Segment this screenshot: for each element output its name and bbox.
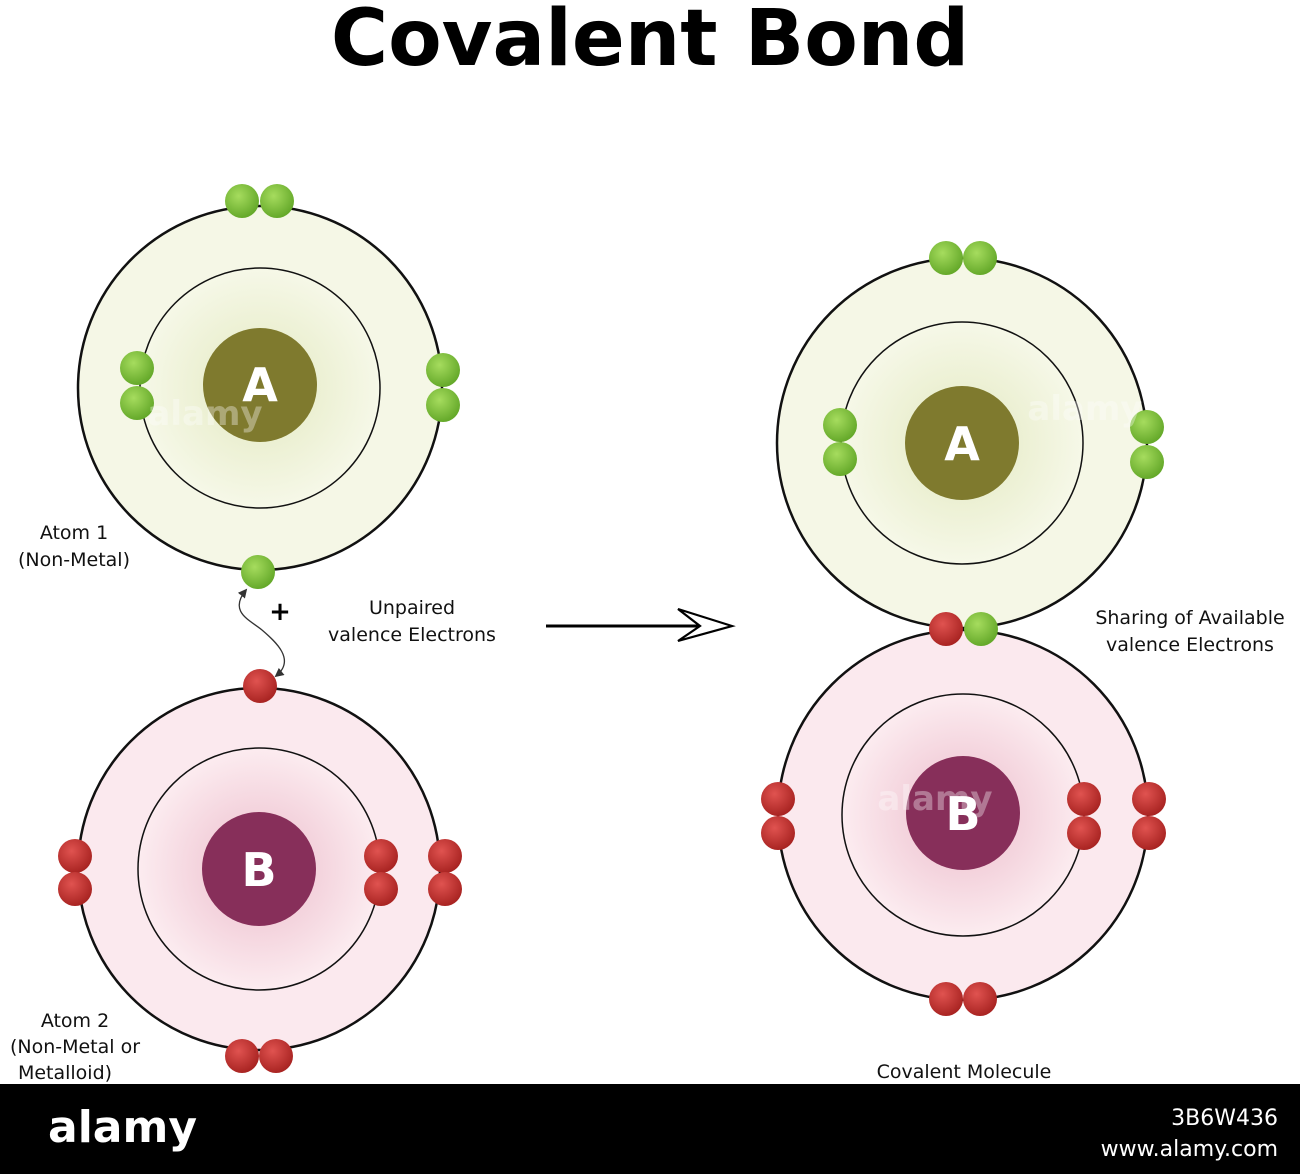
- unpaired-label-line2: valence Electrons: [328, 624, 496, 646]
- electron: [929, 982, 963, 1016]
- electron: [963, 241, 997, 275]
- plus-sign: +: [269, 597, 291, 627]
- electron: [929, 241, 963, 275]
- unpaired-label-line1: Unpaired: [369, 597, 455, 619]
- atom-1-nucleus: [203, 328, 317, 442]
- atom-2-label-line3: Metalloid): [18, 1062, 112, 1084]
- sharing-label-line1: Sharing of Available: [1095, 607, 1284, 629]
- atom-1-label-line2: (Non-Metal): [18, 549, 130, 571]
- molecule-atom-b-label: B: [945, 787, 980, 841]
- molecule-electrons: [761, 241, 1166, 1016]
- electron: [1132, 782, 1166, 816]
- electron: [364, 839, 398, 873]
- atom-2-nucleus-label: B: [241, 843, 276, 897]
- electron: [426, 353, 460, 387]
- shared-electron-a: [964, 612, 998, 646]
- electron: [259, 1039, 293, 1073]
- atom-2-electrons: [58, 669, 462, 1073]
- footer-site: www.alamy.com: [1101, 1137, 1278, 1162]
- atom-1-nucleus-label: A: [242, 358, 278, 412]
- molecule-atom-b-nucleus: [906, 756, 1020, 870]
- atom-2-label-line1: Atom 2: [41, 1010, 109, 1032]
- molecule-atom-a: A: [775, 256, 1149, 630]
- electron: [823, 408, 857, 442]
- unpaired-connector-arrow: [237, 588, 286, 678]
- electron: [1130, 445, 1164, 479]
- unpaired-electron: [241, 555, 275, 589]
- molecule-atom-a-nucleus: [905, 386, 1019, 500]
- atom-1: A: [76, 184, 460, 589]
- electron: [1067, 782, 1101, 816]
- footer-bar: alamy 3B6W436 www.alamy.com: [0, 1084, 1300, 1174]
- electron: [58, 872, 92, 906]
- electron: [428, 839, 462, 873]
- diagram-title: Covalent Bond: [331, 0, 969, 84]
- reaction-arrow: [546, 607, 736, 643]
- electron: [260, 184, 294, 218]
- atom-1-electrons: [120, 184, 460, 589]
- molecule-atom-b: B: [776, 628, 1150, 1002]
- electron: [225, 1039, 259, 1073]
- atom-2-label-line2: (Non-Metal or: [10, 1036, 140, 1058]
- electron: [1067, 816, 1101, 850]
- electron: [761, 782, 795, 816]
- atom-2-nucleus: [202, 812, 316, 926]
- watermark-overlay: alamy: [877, 779, 992, 819]
- atom-2: B: [58, 669, 462, 1073]
- electron: [120, 351, 154, 385]
- unpaired-electron: [243, 669, 277, 703]
- electron: [225, 184, 259, 218]
- watermark-overlay: alamy: [1027, 389, 1142, 429]
- electron: [761, 816, 795, 850]
- molecule-atom-a-label: A: [944, 417, 980, 471]
- electron: [364, 872, 398, 906]
- electron: [58, 839, 92, 873]
- watermark-overlay: alamy: [147, 394, 262, 434]
- electron: [823, 442, 857, 476]
- electron: [428, 872, 462, 906]
- molecule-caption: Covalent Molecule: [877, 1061, 1052, 1083]
- electron: [426, 388, 460, 422]
- electron: [963, 982, 997, 1016]
- footer-brand: alamy: [48, 1102, 197, 1153]
- sharing-label-line2: valence Electrons: [1106, 634, 1274, 656]
- electron: [1132, 816, 1166, 850]
- footer-image-id: 3B6W436: [1171, 1106, 1278, 1131]
- shared-electron-b: [929, 612, 963, 646]
- electron: [1130, 410, 1164, 444]
- atom-1-label-line1: Atom 1: [40, 522, 108, 544]
- electron: [120, 386, 154, 420]
